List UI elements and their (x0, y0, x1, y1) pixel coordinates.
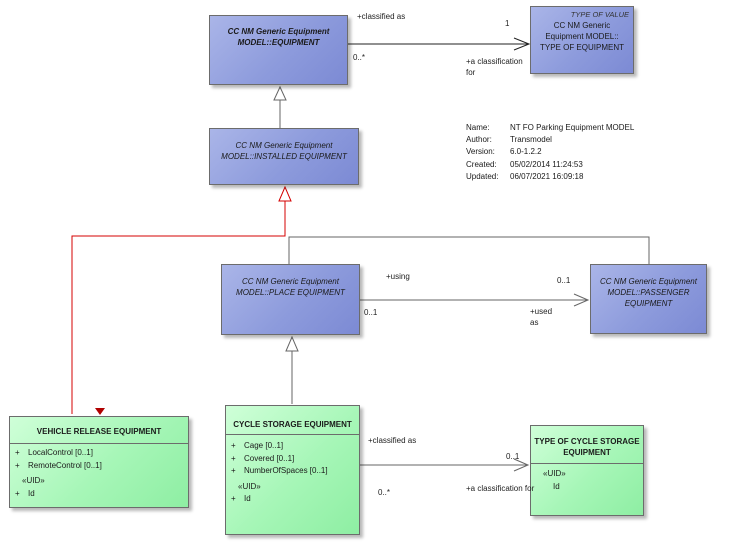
attribute-number-of-spaces: +NumberOfSpaces [0..1] (231, 466, 328, 475)
uid-stereotype: «UID» (22, 476, 45, 485)
class-type-line3: TYPE OF EQUIPMENT (539, 43, 624, 52)
class-place-line2: MODEL::PLACE EQUIPMENT (236, 288, 345, 297)
attribute-compartment: «UID» Id (531, 463, 643, 493)
attribute-compartment: +Cage [0..1] +Covered [0..1] +NumberOfSp… (226, 434, 359, 506)
attribute-id: +Id (231, 494, 251, 503)
class-passenger-line3: EQUIPMENT (624, 299, 673, 308)
class-passenger-equipment[interactable]: CC NM Generic Equipment MODEL::PASSENGER… (590, 264, 707, 334)
label-multiplicity: 0..1 (557, 276, 571, 285)
class-type-cycle-line1: TYPE OF CYCLE STORAGE (534, 437, 640, 446)
class-type-line1: CC NM Generic (553, 21, 611, 30)
association-arrowhead-open (573, 293, 590, 307)
class-place-equipment[interactable]: CC NM Generic Equipment MODEL::PLACE EQU… (221, 264, 360, 335)
uid-stereotype: «UID» (238, 481, 261, 491)
label-used-as: +used (530, 307, 553, 316)
uid-stereotype: «UID» (543, 469, 566, 478)
class-equipment[interactable]: CC NM Generic Equipment MODEL::EQUIPMENT (209, 15, 348, 85)
label-multiplicity: 0..1 (506, 452, 520, 461)
label-a-classification-for: +a classification (466, 57, 523, 66)
class-type-of-cycle-storage-equipment[interactable]: TYPE OF CYCLE STORAGE EQUIPMENT «UID» Id (530, 425, 644, 516)
class-type-line2: Equipment MODEL:: (545, 32, 619, 41)
class-passenger-line1: CC NM Generic Equipment (600, 277, 697, 286)
marker-triangle-icon (95, 408, 105, 415)
attribute-local-control: +LocalControl [0..1] (15, 448, 93, 457)
label-used-as: as (530, 318, 539, 327)
association-arrowhead-open (513, 458, 530, 472)
class-place-line1: CC NM Generic Equipment (242, 277, 339, 286)
association-arrowhead (513, 37, 531, 51)
generalization-triangle-grey (273, 85, 287, 101)
attribute-id: +Id (15, 488, 35, 498)
class-vehicle-release-equipment[interactable]: VEHICLE RELEASE EQUIPMENT +LocalControl … (9, 416, 189, 508)
class-vehicle-release-name: VEHICLE RELEASE EQUIPMENT (36, 427, 162, 436)
label-multiplicity: 1 (505, 19, 510, 28)
stereotype-type-of-value: TYPE OF VALUE (570, 10, 629, 19)
label-a-classification-for: +a classification for (466, 484, 535, 493)
class-equipment-line1: CC NM Generic Equipment (227, 27, 330, 36)
attribute-id: Id (553, 481, 560, 491)
model-info-name: Name:NT FO Parking Equipment MODEL (466, 123, 635, 132)
attribute-remote-control: +RemoteControl [0..1] (15, 460, 102, 470)
class-passenger-line2: MODEL::PASSENGER (607, 288, 690, 297)
attribute-cage: +Cage [0..1] (231, 441, 284, 450)
generalization-place-installed (288, 236, 650, 264)
generalization-triangle-red (278, 185, 292, 202)
class-type-of-equipment[interactable]: TYPE OF VALUE CC NM Generic Equipment MO… (530, 6, 634, 74)
label-classified-as: +classified as (357, 12, 406, 21)
model-info-author: Author:Transmodel (466, 135, 552, 145)
label-classified-as: +classified as (368, 436, 417, 445)
class-cycle-storage-name: CYCLE STORAGE EQUIPMENT (233, 420, 352, 429)
class-type-cycle-line2: EQUIPMENT (563, 448, 611, 457)
model-info-updated: Updated:06/07/2021 16:09:18 (466, 171, 584, 181)
model-info-note: Name:NT FO Parking Equipment MODEL Autho… (466, 122, 634, 183)
attribute-compartment: +LocalControl [0..1] +RemoteControl [0..… (10, 443, 188, 500)
label-using: +using (386, 272, 410, 281)
class-cycle-storage-equipment[interactable]: CYCLE STORAGE EQUIPMENT +Cage [0..1] +Co… (225, 405, 360, 535)
model-info-created: Created:05/02/2014 11:24:53 (466, 159, 583, 169)
class-installed-line1: CC NM Generic Equipment (235, 141, 333, 150)
label-multiplicity: 0..1 (364, 308, 378, 317)
class-equipment-line2: MODEL::EQUIPMENT (237, 38, 320, 47)
model-info-version: Version:6.0-1.2.2 (466, 147, 542, 157)
attribute-covered: +Covered [0..1] (231, 453, 295, 463)
class-installed-equipment[interactable]: CC NM Generic Equipment MODEL::INSTALLED… (209, 128, 359, 185)
label-multiplicity: 0..* (353, 53, 366, 62)
label-a-classification-for: for (466, 68, 476, 77)
generalization-triangle-grey (285, 335, 299, 352)
class-installed-line2: MODEL::INSTALLED EQUIPMENT (221, 152, 347, 161)
generalization-vehicle-release-installed (71, 201, 286, 414)
label-multiplicity: 0..* (378, 488, 391, 497)
